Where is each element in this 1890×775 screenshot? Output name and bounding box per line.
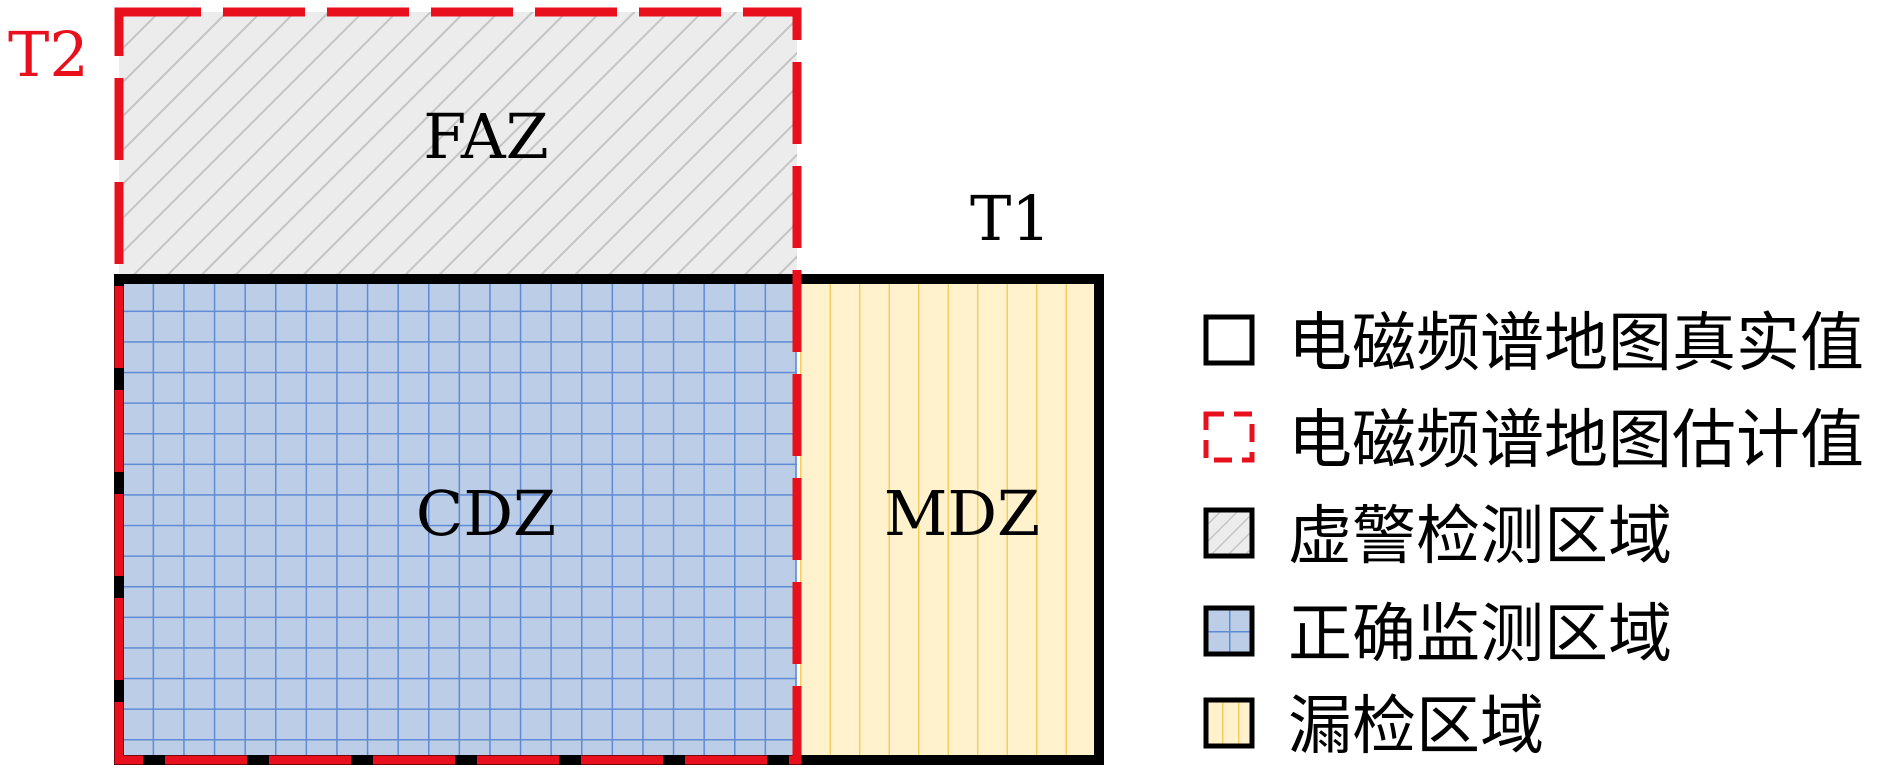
t2-label: T2: [8, 18, 89, 91]
cdz-label: CDZ: [416, 477, 556, 550]
legend-swatch-true-value: [1203, 314, 1255, 366]
cdz-zone: [122, 280, 797, 757]
legend: 电磁频谱地图真实值 电磁频谱地图估计值 虚警检测区域 正确监测区域 漏检区域: [1203, 307, 1864, 764]
legend-swatch-correct-detection: [1203, 605, 1255, 657]
legend-swatch-missed-detection: [1203, 697, 1255, 749]
legend-label-missed-detection: 漏检区域: [1288, 690, 1544, 764]
legend-label-estimate-value: 电磁频谱地图估计值: [1288, 404, 1864, 478]
faz-label: FAZ: [423, 100, 548, 173]
estimate-value-outline: [114, 7, 802, 765]
legend-swatch-estimate-value: [1203, 411, 1255, 463]
legend-label-correct-detection: 正确监测区域: [1288, 598, 1672, 672]
mdz-label: MDZ: [884, 477, 1040, 550]
mdz-zone: [800, 280, 1096, 757]
t1-label: T1: [970, 182, 1051, 255]
legend-label-false-alarm: 虚警检测区域: [1288, 500, 1672, 574]
legend-label-true-value: 电磁频谱地图真实值: [1288, 307, 1864, 381]
faz-zone: [119, 12, 797, 277]
legend-swatch-false-alarm: [1203, 507, 1255, 559]
